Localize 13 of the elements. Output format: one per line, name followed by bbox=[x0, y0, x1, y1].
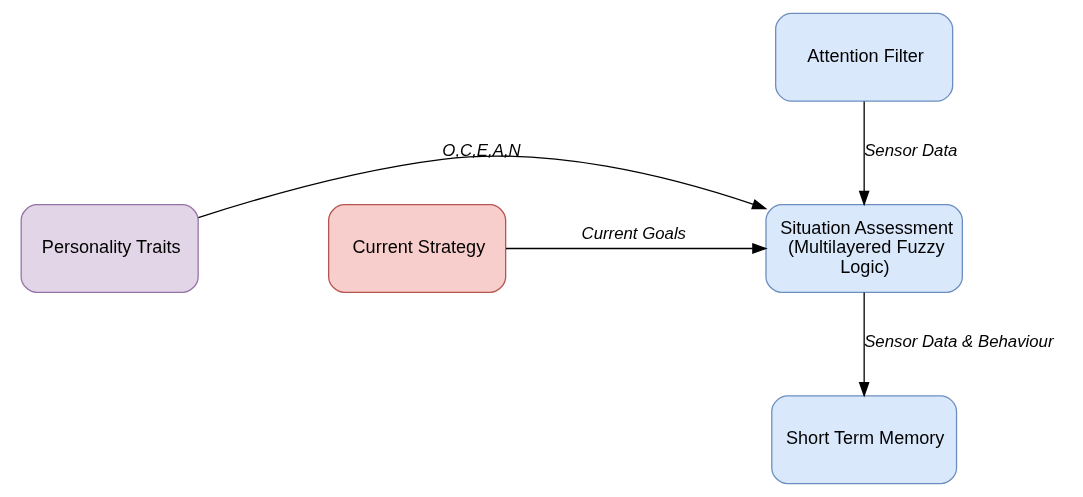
edge-label: Sensor Data & Behaviour bbox=[864, 332, 1054, 352]
edge-label: O,C,E,A,N bbox=[442, 141, 521, 160]
node-box: Current Strategy bbox=[328, 203, 507, 294]
arrow bbox=[858, 291, 870, 398]
arrow bbox=[197, 155, 768, 219]
edge-label: Current Goals bbox=[581, 223, 687, 243]
node-box: Situation Assessment (Multilayered Fuzzy Logic) bbox=[765, 203, 963, 294]
node-box: Attention Filter bbox=[775, 12, 954, 102]
edge-label: Sensor Data bbox=[864, 141, 958, 160]
node-box: Personality Traits bbox=[20, 203, 199, 294]
arrow bbox=[505, 243, 768, 254]
arrow bbox=[858, 100, 870, 207]
node-box: Short Term Memory bbox=[771, 395, 958, 485]
